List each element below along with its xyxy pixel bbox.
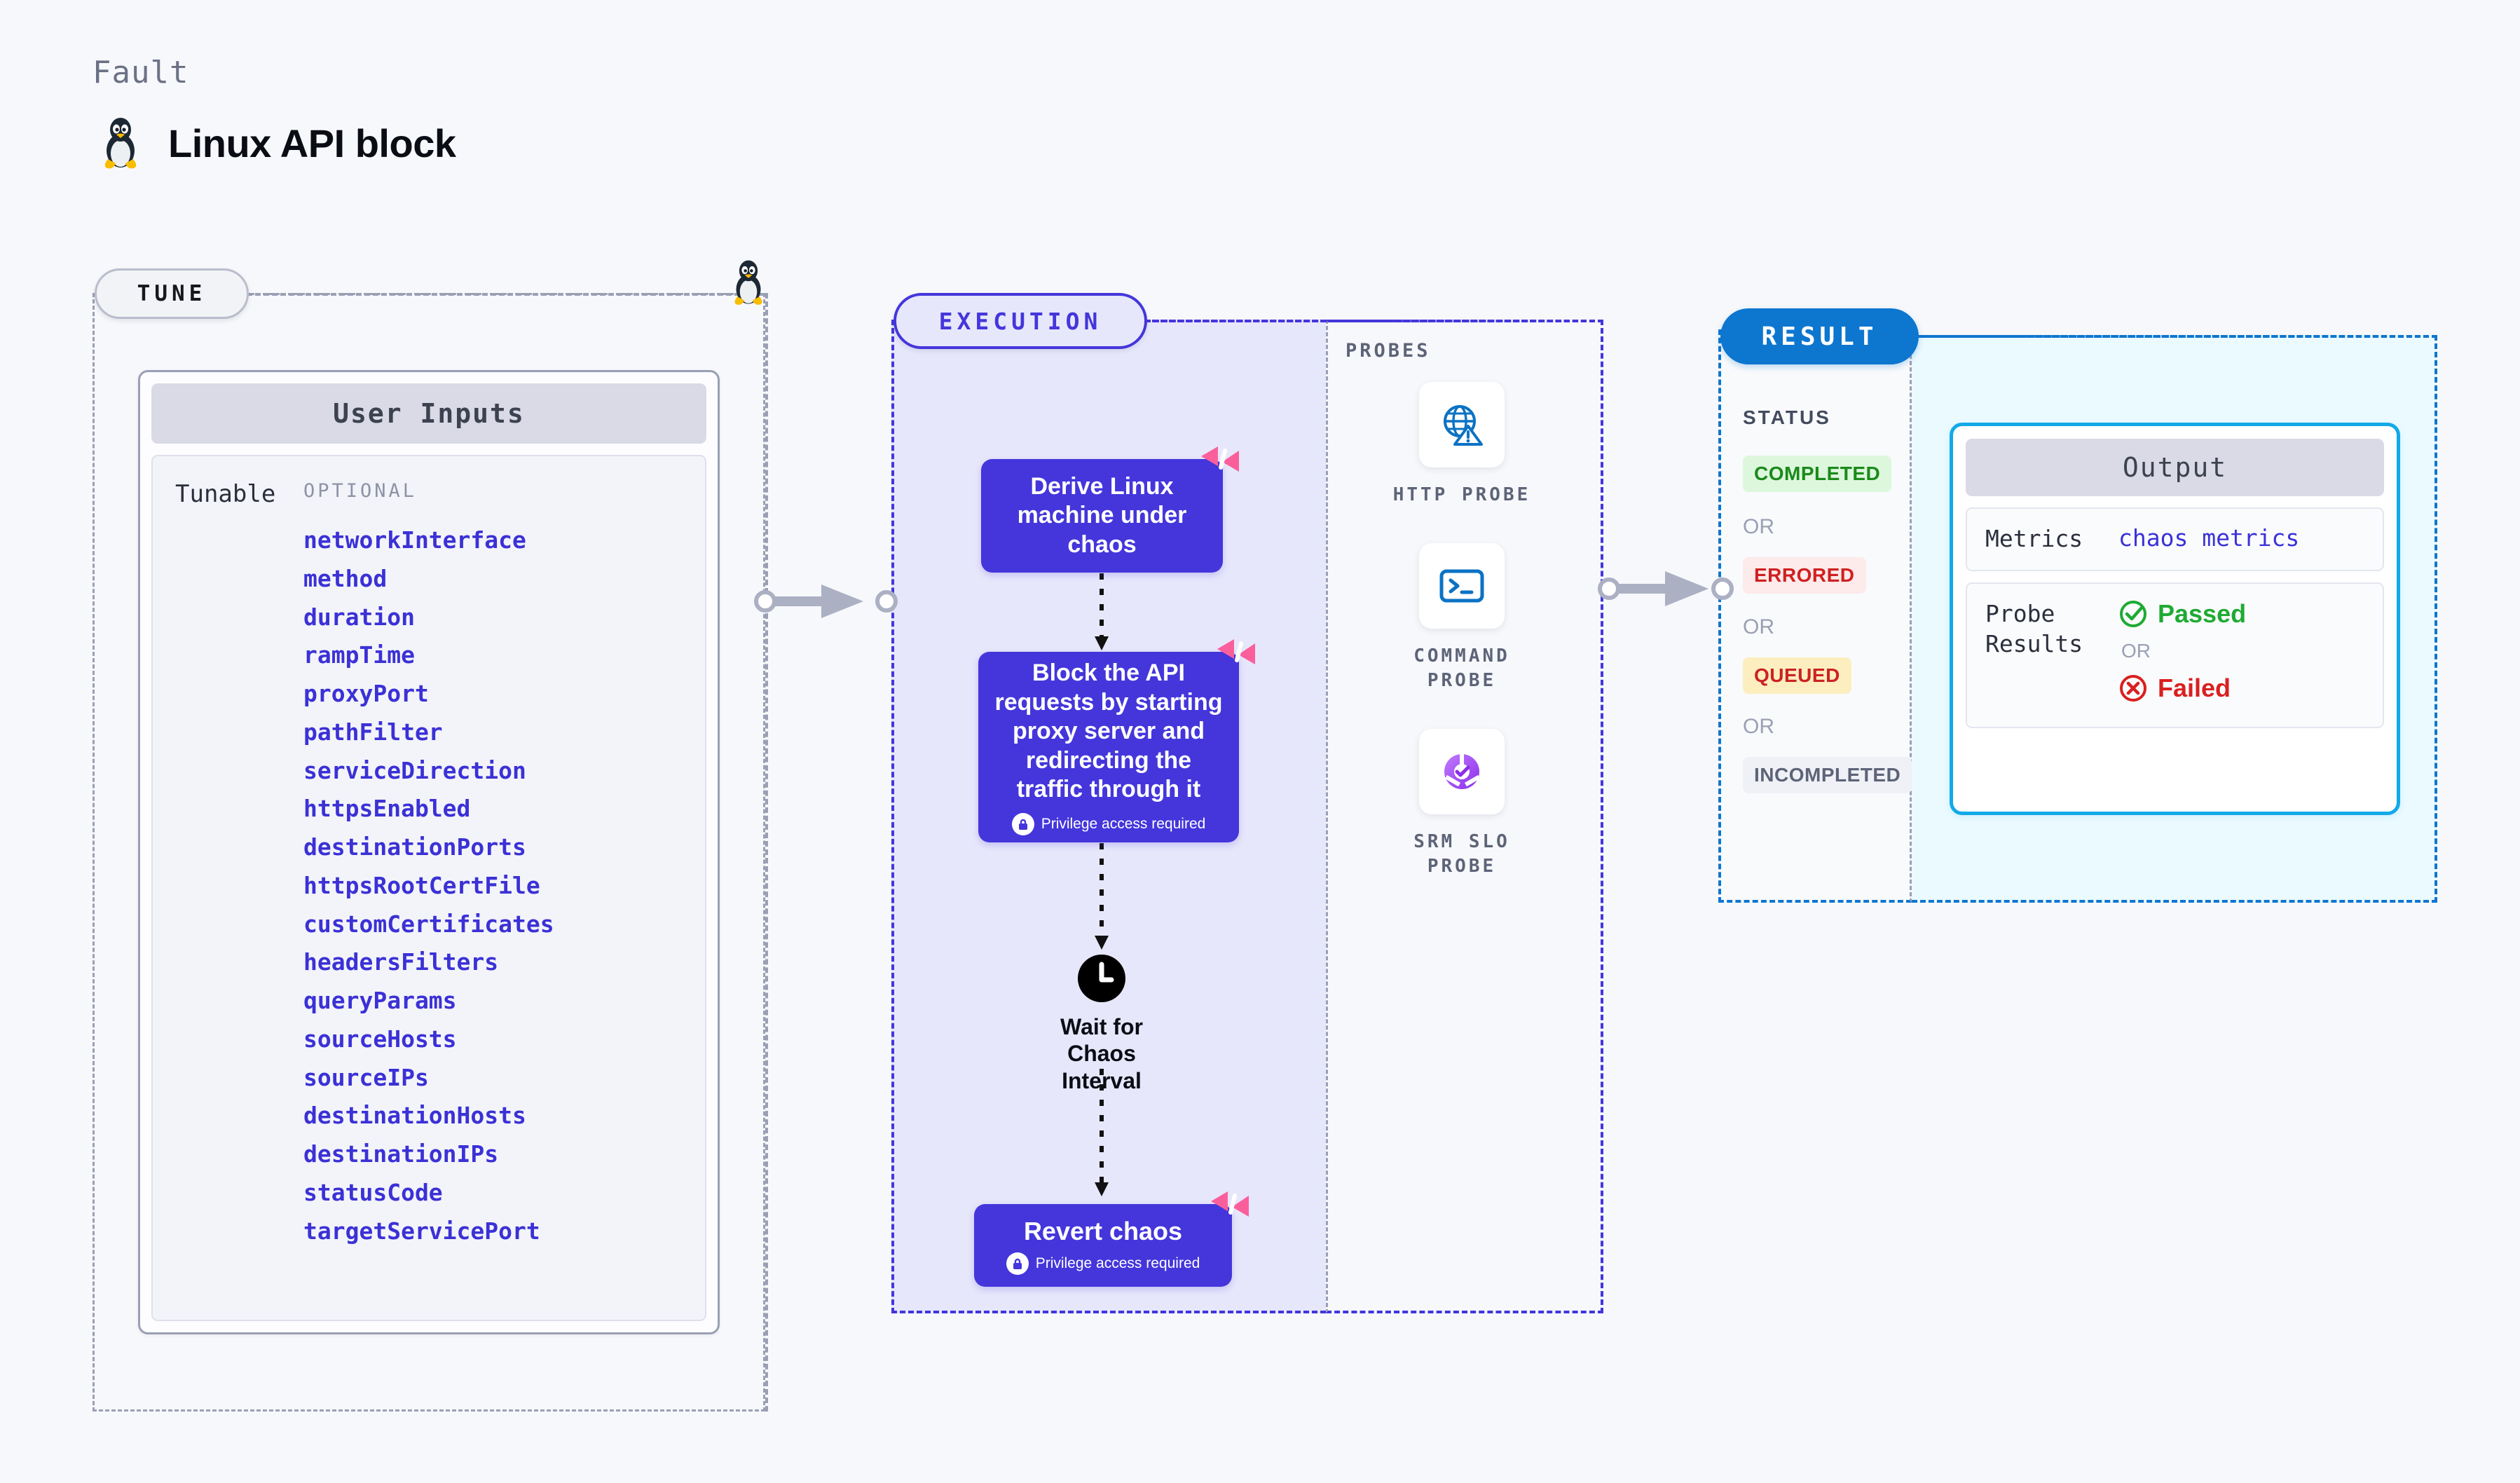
probe-result-passed: Passed [2118, 599, 2364, 629]
status-or-2: OR [1743, 615, 1774, 638]
flow-arrow-3 [1095, 1069, 1109, 1196]
flow-arrow-2 [1095, 843, 1109, 950]
result-badge[interactable]: RESULT [1720, 308, 1919, 364]
wait-for-chaos-node: Wait for Chaos Interval [1025, 953, 1179, 1094]
status-badge-queued: QUEUED [1743, 657, 1851, 694]
page-title: Linux API block [168, 121, 456, 165]
execution-node-revert[interactable]: Revert chaos Privilege access required [974, 1204, 1232, 1287]
tunable-param[interactable]: httpsRootCertFile [303, 871, 540, 899]
fault-badge-icon [1217, 639, 1255, 664]
wait-for-chaos-label: Wait for Chaos Interval [1060, 1014, 1143, 1093]
probes-to-result-connector [1598, 571, 1734, 606]
tunable-param-list: networkInterface method duration rampTime pr… [303, 521, 705, 1251]
execution-node-revert-text: Revert chaos [1023, 1217, 1183, 1246]
privilege-notice: Privilege access required [1006, 1252, 1200, 1275]
tune-to-execution-connector [754, 585, 898, 618]
tunable-param[interactable]: statusCode [303, 1179, 443, 1207]
probe-results-values: Passed OR Failed [2118, 599, 2364, 703]
tune-badge[interactable]: TUNE [95, 268, 249, 319]
optional-label: OPTIONAL [303, 480, 418, 502]
execution-badge[interactable]: EXECUTION [893, 293, 1147, 349]
tunable-param[interactable]: httpsEnabled [303, 795, 471, 823]
probe-http-tile [1419, 382, 1505, 467]
probes-title: PROBES [1345, 340, 1431, 362]
privilege-notice-text: Privilege access required [1041, 815, 1206, 832]
tunable-param[interactable]: queryParams [303, 987, 457, 1015]
execution-node-block-api[interactable]: Block the API requests by starting proxy… [978, 652, 1239, 842]
probe-srm-slo[interactable]: SRM SLO PROBE [1378, 729, 1546, 879]
check-circle-icon [2120, 600, 2146, 627]
execution-node-block-api-text: Block the API requests by starting proxy… [994, 660, 1223, 803]
probe-result-passed-label: Passed [2158, 599, 2247, 628]
user-inputs-title: User Inputs [151, 383, 706, 444]
lock-icon [1011, 812, 1034, 835]
fault-kicker: Fault [93, 55, 189, 90]
privilege-notice-text: Privilege access required [1035, 1255, 1200, 1271]
status-or-3: OR [1743, 715, 1774, 738]
probe-http-label: HTTP PROBE [1392, 484, 1531, 505]
slo-donut-icon [1444, 753, 1481, 789]
result-status-region [1718, 329, 1912, 903]
output-metrics-value[interactable]: chaos metrics [2118, 524, 2300, 552]
tunable-param[interactable]: destinationHosts [303, 1102, 526, 1130]
tunable-param[interactable]: method [303, 564, 388, 592]
tunable-param[interactable]: sourceIPs [303, 1063, 429, 1091]
tunable-param[interactable]: customCertificates [303, 910, 554, 938]
execution-leader-line [1145, 320, 1603, 322]
execution-node-derive-text: Derive Linux machine under chaos [1017, 472, 1187, 558]
tunable-param[interactable]: pathFilter [303, 718, 443, 746]
output-metrics-key: Metrics [1985, 525, 2083, 552]
probe-http[interactable]: HTTP PROBE [1378, 382, 1546, 507]
tunable-param[interactable]: destinationIPs [303, 1140, 499, 1168]
tunable-param[interactable]: rampTime [303, 641, 415, 669]
probe-result-failed: Failed [2118, 674, 2364, 703]
probes-region [1326, 320, 1603, 1313]
status-badge-errored: ERRORED [1743, 557, 1866, 594]
status-title: STATUS [1743, 406, 1831, 428]
probe-srm-slo-label: SRM SLO PROBE [1413, 831, 1510, 877]
probe-command[interactable]: COMMAND PROBE [1378, 543, 1546, 693]
tune-leader-line [247, 293, 765, 296]
tunable-param[interactable]: sourceHosts [303, 1025, 457, 1053]
tune-region-right-edge [765, 293, 768, 1412]
globe-warning-icon [1444, 405, 1483, 446]
tunable-param[interactable]: targetServicePort [303, 1217, 540, 1245]
status-badge-completed: COMPLETED [1743, 456, 1892, 492]
tunable-section: Tunable OPTIONAL networkInterface method d… [151, 455, 706, 1321]
output-probe-results-key: Probe Results [1985, 599, 2083, 657]
tunable-param[interactable]: destinationPorts [303, 833, 526, 861]
probe-command-tile [1419, 543, 1505, 629]
execution-node-derive[interactable]: Derive Linux machine under chaos [981, 459, 1223, 573]
lock-icon [1006, 1252, 1029, 1275]
clock-icon [1078, 955, 1125, 1002]
tunable-params-column: OPTIONAL networkInterface method duration r… [303, 480, 705, 1320]
fault-badge-icon [1211, 1191, 1249, 1217]
flow-arrow-1 [1095, 573, 1109, 650]
probe-srm-slo-tile [1419, 729, 1505, 814]
tunable-param[interactable]: serviceDirection [303, 756, 526, 784]
linux-tux-icon-connector [734, 260, 762, 305]
cross-circle-icon [2120, 674, 2146, 702]
linux-tux-icon [104, 118, 137, 169]
privilege-notice: Privilege access required [1011, 812, 1206, 835]
result-leader-line [1917, 335, 2437, 338]
output-probe-results-row: Probe Results Passed OR Failed [1966, 582, 2384, 728]
terminal-icon [1439, 569, 1484, 603]
user-inputs-card: User Inputs Tunable OPTIONAL networkInte… [138, 370, 720, 1334]
tunable-param[interactable]: headersFilters [303, 948, 499, 976]
fault-badge-icon [1201, 446, 1239, 472]
status-badge-incompleted: INCOMPLETED [1743, 757, 1912, 793]
output-card: Output Metrics chaos metrics Probe Resul… [1950, 423, 2400, 815]
tunable-param[interactable]: duration [303, 603, 415, 631]
tunable-label: Tunable [175, 480, 276, 508]
probe-result-or: OR [2121, 639, 2151, 662]
tunable-param[interactable]: proxyPort [303, 680, 429, 708]
output-metrics-row: Metrics chaos metrics [1966, 507, 2384, 571]
probe-result-failed-label: Failed [2158, 673, 2231, 702]
tunable-param[interactable]: networkInterface [303, 526, 526, 554]
probe-command-label: COMMAND PROBE [1413, 645, 1510, 692]
status-or-1: OR [1743, 515, 1774, 538]
output-title: Output [1966, 439, 2384, 496]
fault-title-row: Linux API block [98, 116, 456, 170]
